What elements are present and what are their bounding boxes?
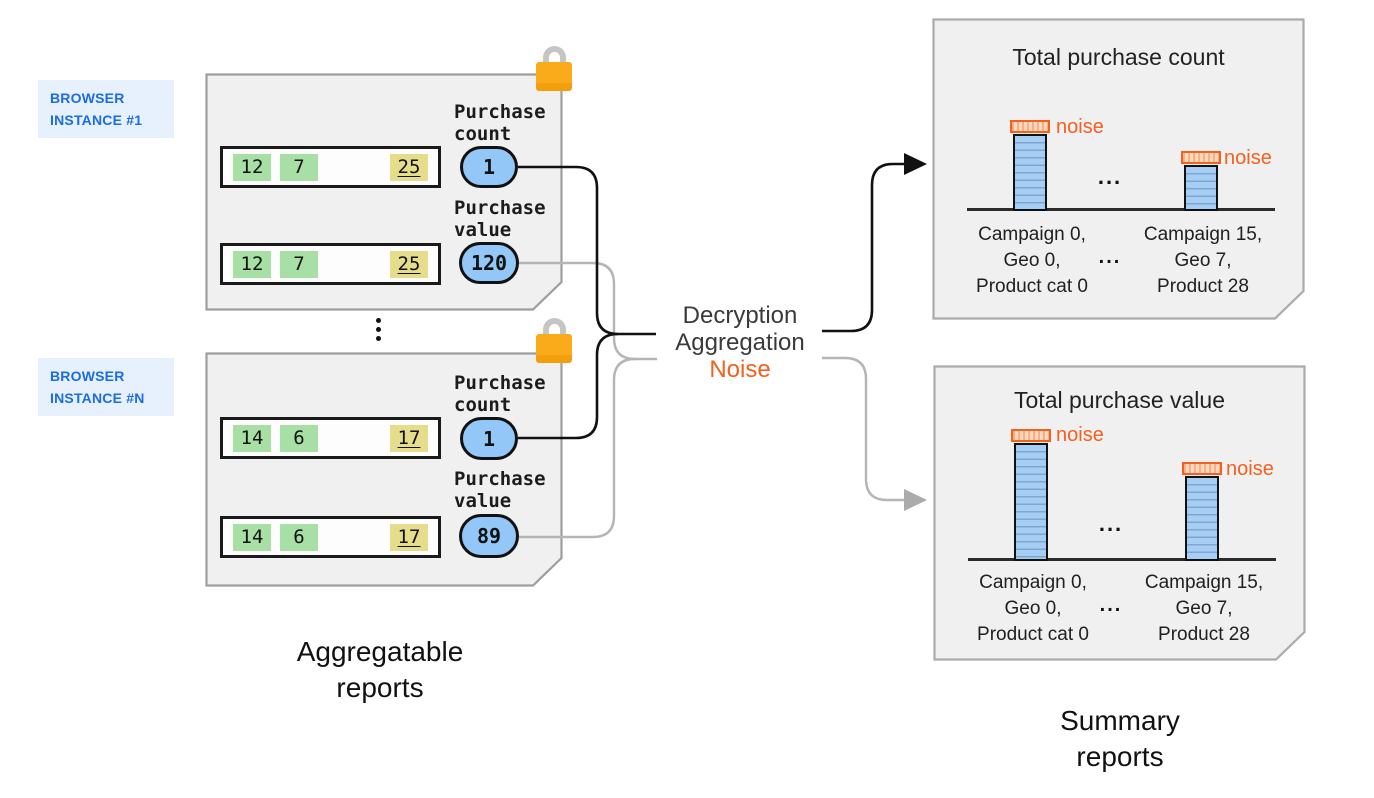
histogram-row: 14 6 17 — [220, 516, 441, 558]
xlabel-line: Geo 7, — [1174, 250, 1232, 271]
xlabel-line: Geo 0, — [1004, 598, 1062, 619]
xlabel-line: Product 28 — [1158, 624, 1250, 645]
metric-label-line: value — [454, 219, 512, 241]
caption-line: Summary — [1060, 705, 1180, 736]
bucket-chip: 14 — [233, 523, 271, 551]
bucket-chip: 12 — [233, 153, 271, 181]
browser-label-line: INSTANCE #1 — [50, 112, 143, 128]
aggregatable-report-card-1: 12 7 25 Purchase count 1 12 7 25 Purchas… — [205, 73, 563, 311]
purchase-value-value: 89 — [459, 514, 519, 558]
xlabel-line: Campaign 15, — [1143, 224, 1263, 245]
x-axis — [968, 558, 1276, 561]
chart-title: Total purchase count — [1012, 44, 1225, 70]
lock-icon — [536, 318, 572, 363]
aggregation-step: Aggregation — [675, 329, 805, 356]
bar — [1014, 443, 1048, 561]
summary-reports-caption: Summary reports — [1020, 703, 1220, 775]
vertical-ellipsis-icon — [376, 318, 381, 341]
count-arrowhead — [904, 153, 927, 175]
noise-label: noise — [1056, 424, 1104, 446]
purchase-value-value: 120 — [459, 242, 519, 284]
lock-icon — [536, 46, 572, 91]
xlabel-line: Campaign 0, — [978, 224, 1086, 245]
purchase-count-label: Purchase count — [454, 101, 546, 145]
bar — [1185, 476, 1219, 561]
bar-xlabel: Campaign 15, Geo 7, Product 28 — [1129, 570, 1279, 648]
bar-xlabel: Campaign 0, Geo 0, Product cat 0 — [957, 222, 1107, 300]
xlabel-line: Geo 0, — [1003, 250, 1061, 271]
histogram-row: 14 6 17 — [220, 417, 441, 459]
bar-xlabel: Campaign 15, Geo 7, Product 28 — [1128, 222, 1278, 300]
histogram-row: 12 7 25 — [220, 146, 441, 188]
noise-step: Noise — [709, 356, 771, 383]
xlabel-line: Campaign 0, — [979, 572, 1087, 593]
noise-cap — [1181, 151, 1221, 164]
bars-ellipsis: ... — [1097, 164, 1123, 189]
noise-cap — [1182, 462, 1222, 475]
noise-label: noise — [1056, 116, 1104, 138]
purchase-count-value: 1 — [460, 417, 518, 460]
labels-ellipsis: ... — [1098, 246, 1122, 268]
bucket-chip: 6 — [280, 424, 318, 452]
lock-body — [536, 334, 572, 363]
bucket-chip-highlight: 17 — [390, 424, 428, 452]
metric-label-line: count — [454, 123, 512, 145]
browser-label-line: INSTANCE #N — [50, 390, 145, 406]
aggregatable-report-card-n: 14 6 17 Purchase count 1 14 6 17 Purchas… — [205, 352, 563, 587]
metric-label-line: Purchase — [454, 468, 546, 490]
caption-line: reports — [336, 672, 424, 703]
noise-cap — [1011, 429, 1051, 442]
bars-ellipsis: ... — [1098, 511, 1124, 536]
metric-label-line: count — [454, 394, 512, 416]
dog-ear-box-shape — [932, 18, 1305, 320]
caption-line: reports — [1076, 741, 1164, 772]
metric-label-line: Purchase — [454, 101, 546, 123]
lock-shackle — [542, 46, 566, 67]
bar-xlabel: Campaign 0, Geo 0, Product cat 0 — [958, 570, 1108, 648]
xlabel-line: Product cat 0 — [977, 624, 1089, 645]
purchase-value-label: Purchase value — [454, 468, 546, 512]
histogram-row: 12 7 25 — [220, 243, 441, 285]
bucket-chip-highlight: 17 — [390, 523, 428, 551]
chart-title: Total purchase value — [1014, 387, 1225, 413]
purchase-value-label: Purchase value — [454, 197, 546, 241]
xlabel-line: Product cat 0 — [976, 276, 1088, 297]
summary-report-card-count: Total purchase count noise ... noise Cam… — [932, 18, 1305, 320]
bucket-chip: 6 — [280, 523, 318, 551]
metric-label-line: value — [454, 490, 512, 512]
bucket-chip: 7 — [280, 250, 318, 278]
purchase-count-label: Purchase count — [454, 372, 546, 416]
labels-ellipsis: ... — [1099, 594, 1123, 616]
aggregation-steps-text: Decryption Aggregation Noise — [640, 302, 840, 383]
bucket-chip-highlight: 25 — [390, 153, 428, 181]
xlabel-line: Campaign 15, — [1144, 572, 1264, 593]
bucket-chip: 7 — [280, 153, 318, 181]
browser-label-line: BROWSER — [50, 90, 125, 106]
purchase-count-value: 1 — [460, 146, 518, 188]
xlabel-line: Product 28 — [1157, 276, 1249, 297]
summary-report-card-value: Total purchase value noise ... noise Cam… — [933, 365, 1306, 661]
noise-cap — [1010, 120, 1050, 133]
aggregatable-reports-caption: Aggregatable reports — [252, 634, 508, 706]
browser-instance-1-label: BROWSER INSTANCE #1 — [38, 80, 174, 138]
bucket-chip: 12 — [233, 250, 271, 278]
value-arrowhead — [904, 489, 927, 511]
bar — [1184, 165, 1218, 211]
bar — [1013, 134, 1047, 211]
decryption-step: Decryption — [682, 302, 798, 329]
x-axis — [967, 208, 1275, 211]
bucket-chip-highlight: 25 — [390, 250, 428, 278]
browser-instance-n-label: BROWSER INSTANCE #N — [38, 358, 174, 416]
caption-line: Aggregatable — [296, 636, 464, 667]
bucket-chip: 14 — [233, 424, 271, 452]
metric-label-line: Purchase — [454, 372, 546, 394]
browser-label-line: BROWSER — [50, 368, 125, 384]
xlabel-line: Geo 7, — [1175, 598, 1233, 619]
noise-label: noise — [1226, 458, 1274, 480]
metric-label-line: Purchase — [454, 197, 546, 219]
noise-label: noise — [1224, 147, 1272, 169]
lock-body — [536, 62, 572, 91]
